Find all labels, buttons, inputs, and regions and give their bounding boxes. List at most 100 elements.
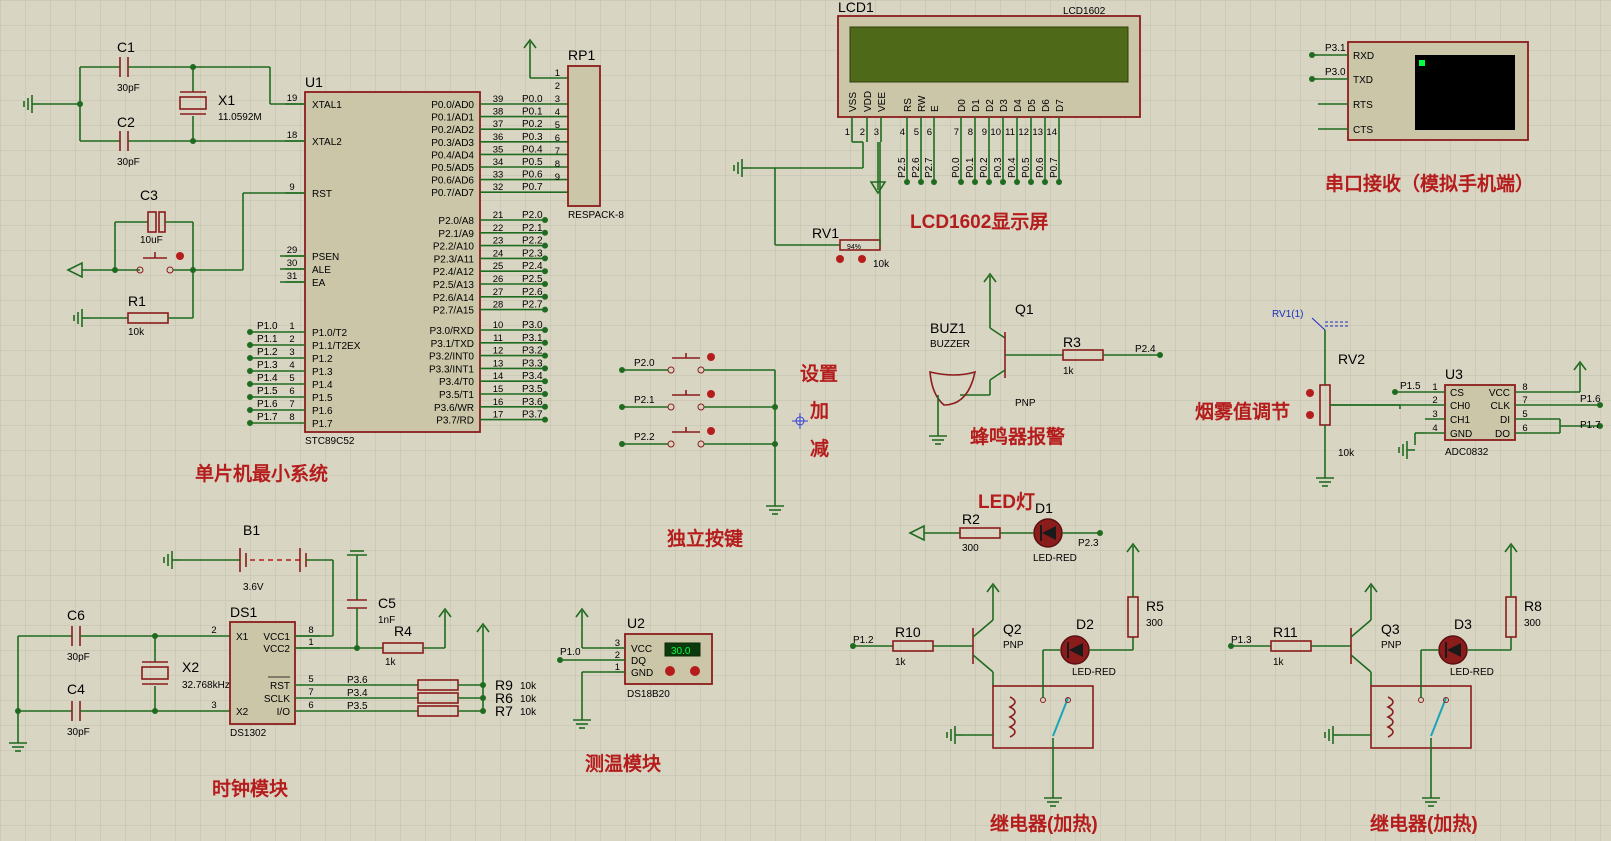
respack-pin-num: 8 xyxy=(555,159,560,170)
pullup-ref: R9 xyxy=(495,677,513,693)
crosshair-marker xyxy=(792,413,808,429)
rv1-value: 10k xyxy=(873,259,890,270)
mcu-pin-num: 10 xyxy=(493,320,504,331)
probe-label: RV1(1) xyxy=(1272,309,1304,320)
mcu-pin-net: P0.2 xyxy=(522,119,543,130)
respack[interactable] xyxy=(567,65,601,207)
rtc-pin-num: 7 xyxy=(308,687,313,698)
button-contact xyxy=(667,403,675,411)
lcd-pin-name: VDD xyxy=(863,91,874,112)
temp-pin-num: 3 xyxy=(615,638,620,649)
mcu-pin-name: P3.2/INT0 xyxy=(429,352,474,363)
adc-pin-name: CH0 xyxy=(1450,401,1470,412)
mcu-pin-name: P2.6/A14 xyxy=(433,293,475,304)
mcu-pin-name: P1.3 xyxy=(312,367,333,378)
adc-pin-num: 6 xyxy=(1522,423,1527,434)
lcd-pin-name: RW xyxy=(917,95,928,112)
lcd-pin-net: P2.6 xyxy=(911,157,922,178)
lcd-pin-num: 12 xyxy=(1018,127,1029,138)
mcu-pin-num: 4 xyxy=(289,360,294,371)
c6-value: 30pF xyxy=(67,652,90,663)
rtc-pin-num: 8 xyxy=(308,625,313,636)
lcd-pin-num: 4 xyxy=(900,127,905,138)
mcu-pin-name: P1.5 xyxy=(312,393,333,404)
mcu-chip[interactable] xyxy=(304,91,481,433)
rtc-pin-name: X2 xyxy=(236,707,249,718)
mcu-pin-net: P3.1 xyxy=(522,333,543,344)
lcd-pin-num: 9 xyxy=(982,127,987,138)
rtc-net: P3.4 xyxy=(347,688,368,699)
rtc-net: P3.5 xyxy=(347,701,368,712)
rtc-pin-num: 2 xyxy=(211,625,216,636)
temp-pin-name: GND xyxy=(631,668,653,679)
mcu-pin-net: P0.7 xyxy=(522,182,543,193)
mcu-p1-net: P1.3 xyxy=(257,360,278,371)
led-section: R2 300 D1 LED-RED P2.3 xyxy=(908,500,1103,564)
mcu-pin-name: XTAL2 xyxy=(312,137,342,148)
temp-display-value: 30.0 xyxy=(671,646,691,657)
mcu-pin-num: 23 xyxy=(493,236,504,247)
lcd-pin-name: D2 xyxy=(985,99,996,112)
title-temp: 测温模块 xyxy=(585,752,662,775)
lcd-pins: VSS1VDD2VEE3RS4P2.5RW5P2.6E6P2.7D07P0.0D… xyxy=(845,91,1066,185)
mcu-pin-num: 34 xyxy=(493,157,504,168)
mcu-ref: U1 xyxy=(305,74,323,90)
section-titles: 单片机最小系统 LCD1602显示屏 串口接收（模拟手机端） 独立按键 设置 加… xyxy=(195,172,1534,835)
mcu-p1-net: P1.7 xyxy=(257,412,278,423)
title-relay1: 继电器(加热) xyxy=(990,812,1098,835)
pullup-value: 10k xyxy=(520,681,537,692)
rtc-pin-name: VCC2 xyxy=(263,644,290,655)
mcu-pin-name: RST xyxy=(312,189,332,200)
relay-transistor-ref: Q2 xyxy=(1003,621,1022,637)
adc-pin-name: VCC xyxy=(1489,388,1510,399)
mcu-pin-name: PSEN xyxy=(312,252,339,263)
adc-chip[interactable] xyxy=(1444,384,1516,441)
title-mcu: 单片机最小系统 xyxy=(195,462,328,485)
adc-pin-name: DI xyxy=(1500,415,1510,426)
mcu-pin-num: 29 xyxy=(287,245,298,256)
c1-value: 30pF xyxy=(117,83,140,94)
rtc-chip[interactable] xyxy=(229,621,296,725)
d1-part: LED-RED xyxy=(1033,553,1077,564)
relay-led-part: LED-RED xyxy=(1450,667,1494,678)
rtc-part: DS1302 xyxy=(230,728,267,739)
pullup-ref: R7 xyxy=(495,703,513,719)
mcu-pin-num: 14 xyxy=(493,371,504,382)
mcu-pin-num: 11 xyxy=(493,333,503,344)
relay-led-ref: D3 xyxy=(1454,616,1472,632)
rp1-part: RESPACK-8 xyxy=(568,210,624,221)
adc-pin-num: 8 xyxy=(1522,382,1527,393)
lcd-pin-net: P0.7 xyxy=(1049,157,1060,178)
mcu-pin-net: P2.0 xyxy=(522,210,543,221)
relay-switch xyxy=(1430,697,1447,737)
rtc-ref: DS1 xyxy=(230,604,257,620)
clock-section: B1 3.6V C5 1nF R4 1k C6 30pF C4 30 xyxy=(8,522,537,752)
mcu-pin-net: P3.4 xyxy=(522,371,543,382)
temp-display xyxy=(664,642,701,657)
mcu-pin-net: P2.7 xyxy=(522,300,543,311)
temp-pin-num: 1 xyxy=(615,662,620,673)
mcu-pin-num: 36 xyxy=(493,132,504,143)
lcd-section: LCD1 LCD1602 VSS1VDD2VEE3RS4P2.5RW5P2.6E… xyxy=(733,0,1141,270)
lcd-pin-num: 1 xyxy=(845,127,850,138)
relay-led-resistor-ref: R5 xyxy=(1146,598,1164,614)
lcd-pin-num: 3 xyxy=(874,127,879,138)
mcu-pin-name: P1.4 xyxy=(312,380,333,391)
mcu-pin-name: P1.6 xyxy=(312,406,333,417)
lcd-pin-name: D7 xyxy=(1055,99,1066,112)
temp-net: P1.0 xyxy=(560,647,581,658)
mcu-pin-name: P0.6/AD6 xyxy=(431,176,474,187)
mcu-pin-name: P2.5/A13 xyxy=(433,280,475,291)
mcu-pin-net: P0.0 xyxy=(522,94,543,105)
adc-pin-num: 2 xyxy=(1432,395,1437,406)
mcu-pin-net: P3.6 xyxy=(522,397,543,408)
mcu-pin-name: P3.1/TXD xyxy=(431,339,474,350)
lcd-pin-name: RS xyxy=(903,98,914,112)
relay-base-resistor-ref: R11 xyxy=(1273,624,1298,640)
lcd-ref: LCD1 xyxy=(838,0,874,15)
mcu-pin-net: P3.2 xyxy=(522,346,543,357)
relay-led-resistor-ref: R8 xyxy=(1524,598,1542,614)
